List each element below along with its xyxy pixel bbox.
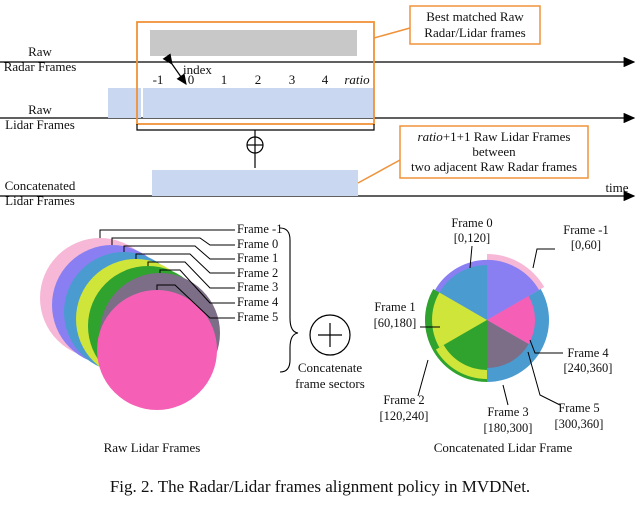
frame-index: 2 bbox=[255, 72, 262, 87]
lidar-frame-box bbox=[341, 88, 374, 118]
frame-5-disc bbox=[97, 290, 217, 410]
left-frame-label: Frame 4 bbox=[237, 295, 279, 309]
radar-frame-bar bbox=[150, 30, 357, 56]
frame-index: 4 bbox=[322, 72, 329, 87]
sector-label-frame-4: Frame 4 bbox=[567, 346, 609, 360]
sector-frame-0-right bbox=[487, 260, 539, 320]
index-arrow bbox=[162, 53, 187, 85]
index-label: index bbox=[183, 62, 212, 77]
best-matched-pointer bbox=[373, 27, 411, 39]
left-frame-label: Frame 5 bbox=[237, 310, 278, 324]
concatenated-frame-bar bbox=[152, 170, 358, 196]
best-matched-callout bbox=[409, 5, 541, 45]
lidar-frame-box bbox=[242, 88, 275, 118]
raw-lidar-label-2: Lidar Frames bbox=[5, 117, 75, 132]
lidar-frame-boxes bbox=[108, 88, 374, 118]
sector-range-frame-m1: [0,60] bbox=[571, 238, 601, 252]
best-matched-frame-box bbox=[136, 21, 375, 125]
ratio-callout bbox=[399, 125, 589, 179]
ratio-callout-line-3: two adjacent Raw Radar frames bbox=[411, 159, 577, 174]
left-frame-label: Frame 2 bbox=[237, 266, 278, 280]
left-frame-label: Frame 3 bbox=[237, 280, 278, 294]
sector-frame-5 bbox=[487, 296, 536, 344]
sector-range-frame-0: [0,120] bbox=[454, 231, 490, 245]
lidar-frame-box bbox=[209, 88, 242, 118]
concatenate-label-2: frame sectors bbox=[295, 376, 365, 391]
figure-caption: Fig. 2. The Radar/Lidar frames alignment… bbox=[110, 477, 530, 496]
concat-lidar-label-1: Concatenated bbox=[5, 178, 76, 193]
concatenate-label-1: Concatenate bbox=[298, 360, 362, 375]
best-matched-text-1: Best matched Raw bbox=[426, 9, 524, 24]
ratio-callout-line-1: ratio+1+1 Raw Lidar Frames bbox=[418, 129, 571, 144]
sector-frame-2-top bbox=[432, 292, 487, 348]
frame-index: 0 bbox=[188, 72, 195, 87]
raw-radar-label-1: Raw bbox=[28, 44, 52, 59]
concat-lidar-label-2: Lidar Frames bbox=[5, 193, 75, 208]
lidar-frame-box bbox=[143, 88, 176, 118]
sector-label-frame-m1: Frame -1 bbox=[563, 223, 608, 237]
time-label: time bbox=[605, 180, 628, 195]
raw-radar-label-2: Radar Frames bbox=[4, 59, 77, 74]
ratio-callout-pointer bbox=[357, 159, 401, 184]
left-frame-label: Frame 1 bbox=[237, 251, 278, 265]
concatenated-lidar-title: Concatenated Lidar Frame bbox=[434, 440, 573, 455]
sector-label-frame-1: Frame 1 bbox=[374, 300, 415, 314]
sector-frame-1-top bbox=[439, 265, 487, 320]
ratio-callout-line-2: between bbox=[472, 144, 516, 159]
sector-frame-3-left bbox=[443, 320, 487, 370]
ratio-callout-ratio: ratio bbox=[418, 129, 444, 144]
lidar-frame-box bbox=[308, 88, 341, 118]
left-frame-label: Frame -1 bbox=[237, 222, 282, 236]
sector-range-frame-5: [300,360] bbox=[555, 417, 604, 431]
frame-index-ratio: ratio bbox=[344, 72, 370, 87]
frame-index: 1 bbox=[221, 72, 228, 87]
left-frame-label: Frame 0 bbox=[237, 237, 278, 251]
raw-lidar-frames-stack bbox=[40, 238, 220, 410]
sector-label-frame-3: Frame 3 bbox=[487, 405, 528, 419]
concatenated-sector-pie bbox=[424, 253, 550, 382]
left-leader-lines bbox=[99, 229, 235, 319]
sector-label-frame-2: Frame 2 bbox=[383, 393, 424, 407]
lidar-frame-box bbox=[275, 88, 308, 118]
sector-frame-4 bbox=[487, 320, 529, 368]
sector-range-frame-2: [120,240] bbox=[380, 409, 429, 423]
sector-range-frame-1: [60,180] bbox=[374, 316, 417, 330]
best-matched-text-2: Radar/Lidar frames bbox=[424, 25, 525, 40]
frame-index: 3 bbox=[289, 72, 296, 87]
lidar-frame-box bbox=[176, 88, 209, 118]
sector-label-frame-0: Frame 0 bbox=[451, 216, 492, 230]
ratio-callout-rest: +1+1 Raw Lidar Frames bbox=[443, 129, 571, 144]
frame-index: -1 bbox=[153, 72, 164, 87]
sector-label-frame-5: Frame 5 bbox=[558, 401, 599, 415]
raw-lidar-label-1: Raw bbox=[28, 102, 52, 117]
sector-range-frame-4: [240,360] bbox=[564, 361, 613, 375]
sector-leader-lines bbox=[417, 245, 563, 406]
left-brace bbox=[279, 227, 299, 373]
lidar-frame-box bbox=[108, 88, 141, 118]
raw-lidar-frames-title: Raw Lidar Frames bbox=[104, 440, 201, 455]
sector-range-frame-3: [180,300] bbox=[484, 421, 533, 435]
